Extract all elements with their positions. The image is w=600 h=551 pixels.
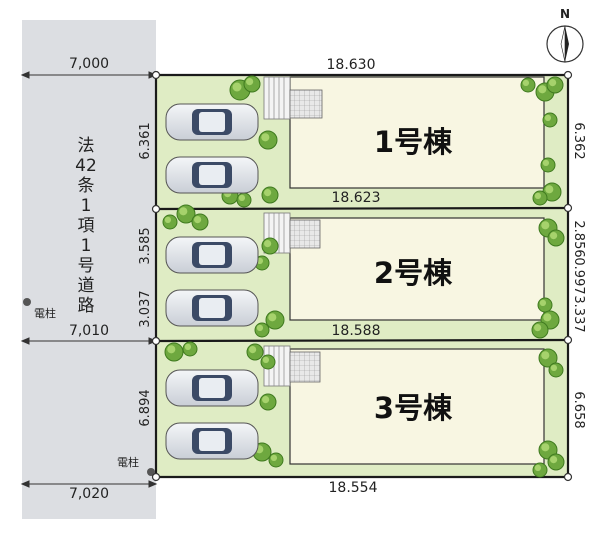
boundary-markers: [151, 70, 573, 482]
lot3-depth-left: 6.894: [138, 389, 153, 426]
landscaping-shrubs: [162, 75, 565, 478]
road-label-char: 路: [78, 296, 95, 316]
car-icon: [165, 289, 259, 327]
car-icon: [165, 236, 259, 274]
utility-pole-label: 電柱: [117, 455, 139, 469]
utility-pole-icon: [23, 298, 31, 306]
lot1-depth-right: 6.362: [571, 122, 586, 159]
road-label-char: 法: [78, 136, 95, 156]
lot2-depth-right-a: 2.856: [571, 220, 586, 257]
car-icon: [165, 422, 259, 460]
lot1-depth-left: 6.361: [138, 122, 153, 159]
house-label-3: 3号棟: [374, 391, 453, 425]
road-label: 法 42 条 1 項 1 号 道 路: [75, 136, 97, 316]
lot2-depth-left-b: 3.037: [138, 290, 153, 327]
tiled-porches: [289, 89, 323, 383]
road-label-char: 1: [81, 236, 92, 256]
lot3-depth-right: 6.658: [571, 391, 586, 428]
house-footprints: [289, 76, 545, 465]
road-width-bottom: 7,020: [69, 486, 109, 502]
lot2-depth-right-c: 3.337: [571, 295, 586, 332]
road-label-char: 項: [78, 216, 95, 236]
lot2-depth-left-a: 3.585: [138, 227, 153, 264]
house-label-1: 1号棟: [374, 125, 453, 159]
road: [22, 20, 156, 519]
utility-pole-label: 電柱: [34, 306, 56, 320]
parking-cars: [165, 103, 259, 460]
lot2-width-bottom: 18.588: [332, 323, 381, 339]
lot2-depth-right-b: 0.997: [571, 257, 586, 294]
road-label-char: 1: [81, 196, 92, 216]
house-label-2: 2号棟: [374, 256, 453, 290]
utility-pole-icon: [147, 468, 155, 476]
road-label-char: 42: [75, 156, 97, 176]
entrance-steps: [263, 76, 291, 387]
car-icon: [165, 103, 259, 141]
compass-north-label: N: [560, 7, 570, 21]
car-icon: [165, 369, 259, 407]
car-icon: [165, 156, 259, 194]
road-width-mid: 7,010: [69, 323, 109, 339]
road-label-char: 条: [78, 176, 95, 196]
road-label-char: 号: [78, 256, 95, 276]
lot1-width-bottom: 18.623: [332, 190, 381, 206]
lot3-width-bottom: 18.554: [329, 480, 378, 496]
north-compass-icon: N: [546, 7, 584, 63]
road-label-char: 道: [78, 276, 95, 296]
road-width-top: 7,000: [69, 56, 109, 72]
lot1-width-top: 18.630: [327, 57, 376, 73]
